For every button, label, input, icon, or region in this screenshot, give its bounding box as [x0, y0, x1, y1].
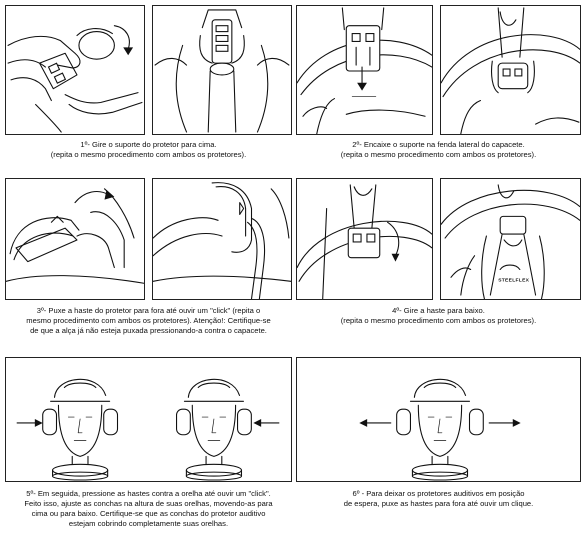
step5-caption-line2: Feito isso, ajuste as conchas na altura … [24, 499, 273, 508]
step3-caption-line2: mesmo procedimento com ambos os protetor… [26, 316, 271, 325]
step6-caption-line1: 6º - Para deixar os protetores auditivos… [352, 489, 525, 498]
support-fitted-in-helmet-illustration [441, 7, 580, 134]
standby-position-illustration [359, 378, 521, 481]
arm-rotated-down-illustration: STEELFLEX [441, 184, 580, 299]
hand-rotating-support-illustration [7, 25, 143, 133]
step2-caption-line1: 2º- Encaixe o suporte na fenda lateral d… [352, 140, 525, 149]
step3-caption-line1: 3º- Puxe a haste do protetor para fora a… [36, 306, 261, 315]
mannequin-head-left [42, 378, 119, 481]
step6-illustration [296, 357, 581, 482]
step3-illustration-a [5, 178, 145, 300]
step5-illustration [5, 357, 292, 482]
insert-support-into-slot-illustration [297, 7, 432, 134]
step4-illustration-b: STEELFLEX [440, 178, 581, 300]
step6-caption: 6º - Para deixar os protetores auditivos… [296, 489, 581, 509]
step3-illustration-b [152, 178, 292, 300]
step2-illustration-b [440, 5, 581, 135]
step6-caption-line2: de espera, puxe as hastes para fora até … [343, 499, 534, 508]
pull-arm-outward-illustration [6, 188, 144, 284]
step2-caption-line2: (repita o mesmo procedimento com ambos o… [340, 150, 537, 159]
step1-caption-line1: 1º- Gire o suporte do protetor para cima… [80, 140, 217, 149]
mannequin-head-standby [396, 378, 484, 481]
press-arms-against-ears-illustration [16, 378, 280, 481]
step5-caption-line4: estejam cobrindo completamente suas orel… [68, 519, 229, 528]
step5-caption: 5º- Em seguida, pressione as hastes cont… [5, 489, 292, 529]
step4-illustration-a [296, 178, 433, 300]
step1-illustration-b [152, 5, 292, 135]
brand-logo: STEELFLEX [498, 277, 529, 283]
step3-caption-line3: de que a alça já não esteja puxada press… [30, 326, 267, 335]
step4-caption: 4º- Gire a haste para baixo. (repita o m… [296, 306, 581, 326]
step5-caption-line1: 5º- Em seguida, pressione as hastes cont… [26, 489, 271, 498]
step1-caption-line2: (repita o mesmo procedimento com ambos o… [50, 150, 247, 159]
step4-caption-line2: (repita o mesmo procedimento com ambos o… [340, 316, 537, 325]
rotate-arm-down-illustration [297, 184, 432, 299]
support-rotated-up-illustration [154, 9, 290, 133]
step1-illustration-a [5, 5, 145, 135]
arm-pulled-out-illustration [153, 182, 291, 299]
step2-illustration-a [296, 5, 433, 135]
step2-caption: 2º- Encaixe o suporte na fenda lateral d… [296, 140, 581, 160]
step1-caption: 1º- Gire o suporte do protetor para cima… [5, 140, 292, 160]
step4-caption-line1: 4º- Gire a haste para baixo. [392, 306, 485, 315]
mannequin-head-right [176, 378, 252, 481]
step5-caption-line3: cima ou para baixo. Certifique-se que as… [31, 509, 266, 518]
step3-caption: 3º- Puxe a haste do protetor para fora a… [5, 306, 292, 336]
